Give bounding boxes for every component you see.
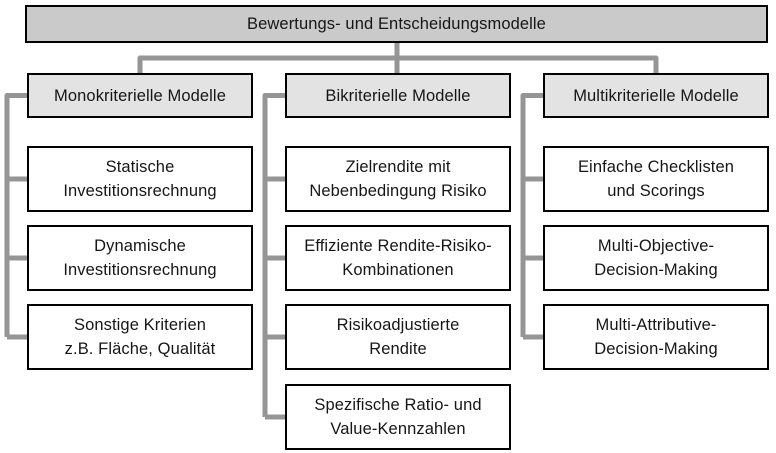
node-risikoadjustierte-rendite: Risikoadjustierte Rendite [285, 304, 511, 370]
node-effiziente-rendite-risiko-kombinationen: Effiziente Rendite-Risiko- Kombinationen [285, 225, 511, 291]
node-root: Bewertungs- und Entscheidungsmodelle [25, 5, 768, 43]
node-multi-objective-decision-making: Multi-Objective- Decision-Making [543, 225, 769, 291]
connector-column-bikriterielle [262, 93, 288, 420]
node-einfache-checklisten-scorings: Einfache Checklisten und Scorings [543, 146, 769, 212]
connector-column-monokriterielle [4, 93, 30, 340]
connector-distributor [137, 55, 659, 76]
node-header-bikriterielle: Bikriterielle Modelle [285, 73, 511, 118]
node-dynamische-investitionsrechnung: Dynamische Investitionsrechnung [27, 225, 253, 291]
node-multi-attributive-decision-making: Multi-Attributive- Decision-Making [543, 304, 769, 370]
node-header-multikriterielle: Multikriterielle Modelle [543, 73, 769, 118]
node-zielrendite-nebenbedingung-risiko: Zielrendite mit Nebenbedingung Risiko [285, 146, 511, 212]
node-statische-investitionsrechnung: Statische Investitionsrechnung [27, 146, 253, 212]
node-spezifische-ratio-value-kennzahlen: Spezifische Ratio- und Value-Kennzahlen [285, 384, 511, 450]
connector-column-multikriterielle [520, 93, 546, 340]
node-header-monokriterielle: Monokriterielle Modelle [27, 73, 253, 118]
node-sonstige-kriterien: Sonstige Kriterien z.B. Fläche, Qualität [27, 304, 253, 370]
